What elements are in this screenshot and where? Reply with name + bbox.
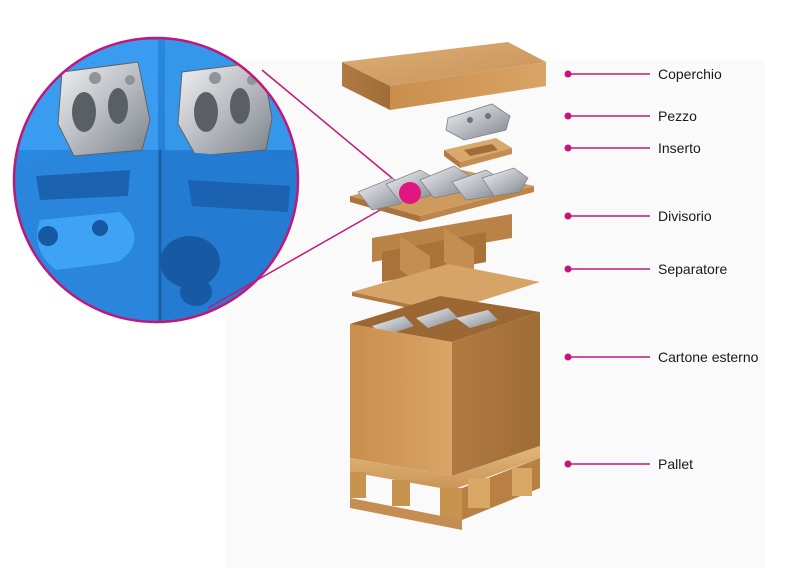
part-drawing (445, 103, 511, 141)
callout-label-divider: Divisorio (658, 208, 712, 224)
outer-carton-drawing (350, 296, 540, 476)
callout-label-insert: Inserto (658, 140, 701, 156)
callout-label-pallet: Pallet (658, 456, 694, 472)
zoom-connector-line (261, 69, 411, 194)
lid-drawing (342, 42, 546, 110)
callout-label-separator: Separatore (658, 261, 728, 277)
zoom-connector-line (207, 192, 411, 309)
metal-part (177, 61, 273, 157)
metal-part (57, 61, 151, 157)
callout-leaders (564, 70, 650, 468)
insert-drawing (444, 138, 512, 168)
callout-label-part: Pezzo (658, 108, 697, 124)
divider-tray-drawing (350, 165, 534, 222)
divider-grid-drawing (372, 214, 512, 290)
pallet-drawing (350, 446, 540, 530)
callout-label-outer-carton: Cartone esterno (658, 349, 759, 365)
callout-label-lid: Coperchio (658, 66, 722, 82)
zoom-focus-dot (399, 182, 421, 204)
